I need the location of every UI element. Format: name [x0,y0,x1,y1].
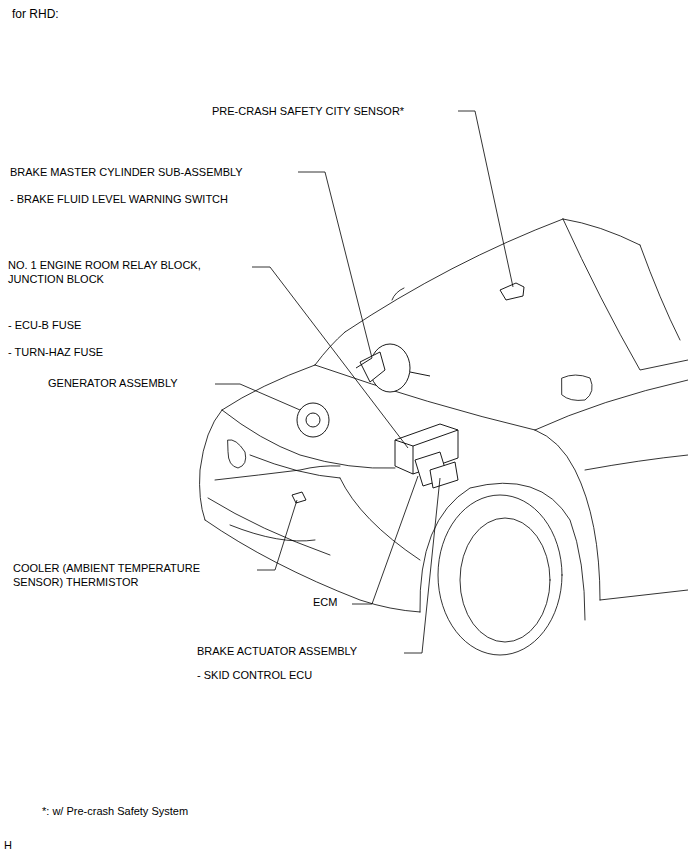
sub-part-label: - BRAKE FLUID LEVEL WARNING SWITCH [10,192,228,206]
page-heading: for RHD: [12,7,59,21]
figure-code: H [4,838,12,852]
sub-part-label: - TURN-HAZ FUSE [8,345,103,359]
footnote: *: w/ Pre-crash Safety System [42,804,188,818]
part-label: BRAKE MASTER CYLINDER SUB-ASSEMBLY [10,165,243,179]
part-label: ECM [313,595,337,609]
sub-part-label: - ECU-B FUSE [8,318,81,332]
part-label: NO. 1 ENGINE ROOM RELAY BLOCK, JUNCTION … [8,258,238,286]
part-label: COOLER (AMBIENT TEMPERATURE SENSOR) THER… [13,561,233,589]
part-label: PRE-CRASH SAFETY CITY SENSOR* [212,104,404,118]
part-label: BRAKE ACTUATOR ASSEMBLY [197,644,357,658]
sub-part-label: - SKID CONTROL ECU [197,668,312,682]
part-label: GENERATOR ASSEMBLY [48,376,178,390]
